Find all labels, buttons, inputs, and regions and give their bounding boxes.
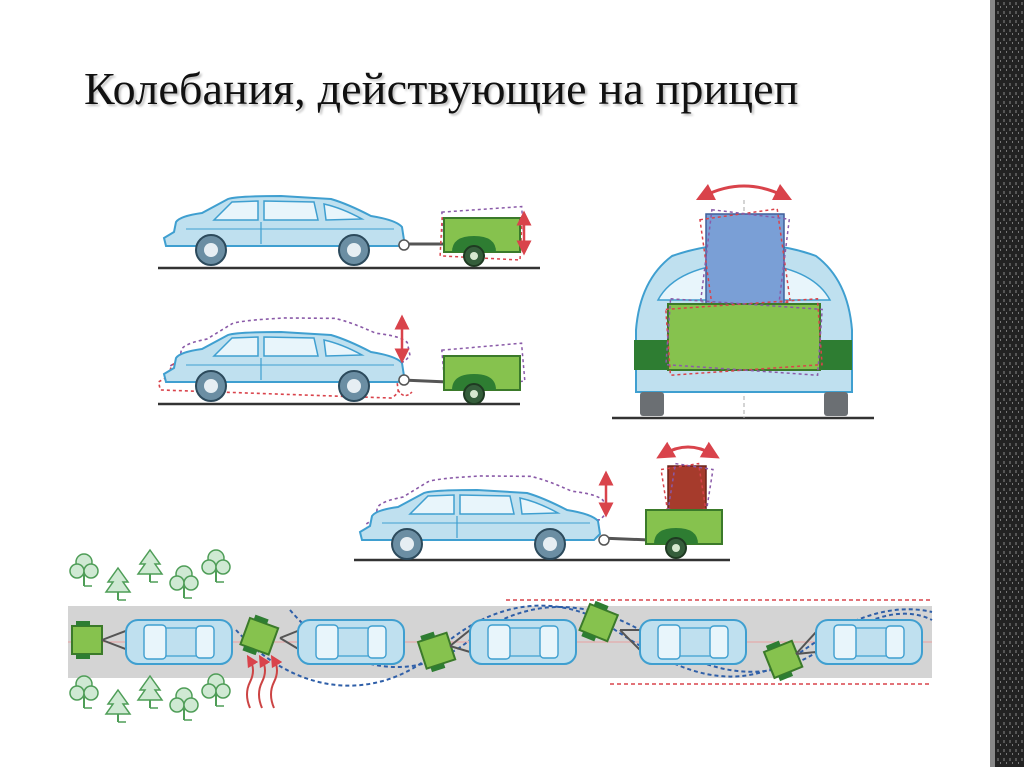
car-top-view: [297, 619, 405, 665]
trailer-side-view: [443, 355, 521, 405]
car-side-view: [359, 489, 601, 560]
curved-double-arrow-icon: [695, 183, 793, 201]
car-side-view: [163, 195, 405, 266]
car-top-view: [639, 619, 747, 665]
trailer-side-view: [443, 217, 521, 267]
slide-title: Колебания, действующие на прицеп: [84, 63, 799, 114]
wind-arrows-icon: [246, 654, 283, 709]
car-side-view: [163, 331, 405, 402]
trees-bottom-row: [69, 673, 231, 723]
tree-icon: [169, 687, 199, 721]
car-top-view: [469, 619, 577, 665]
tree-icon: [69, 553, 99, 587]
panel-top-view-snaking: [68, 549, 933, 723]
car-top-view: [815, 619, 923, 665]
tree-icon: [201, 549, 231, 583]
car-top-view: [125, 619, 233, 665]
curved-double-arrow-icon: [656, 441, 720, 459]
trailer-side-view: [645, 509, 723, 559]
tree-icon: [169, 565, 199, 599]
trailer-oscillation-diagram: [68, 183, 933, 723]
panel-rear-view-sway: [612, 183, 874, 420]
tree-icon: [105, 567, 131, 601]
decorative-grunge-border: [990, 0, 1024, 767]
panel-pitch-oscillation: [157, 310, 526, 406]
tree-icon: [201, 673, 231, 707]
panel-load-rocking: [354, 441, 730, 562]
panel-vertical-oscillation: [158, 195, 540, 270]
tree-icon: [137, 675, 163, 709]
trailer-rear-view: [667, 303, 821, 371]
tree-icon: [137, 549, 163, 583]
tree-icon: [105, 689, 131, 723]
trailer-load-box: [705, 213, 785, 309]
tree-icon: [69, 675, 99, 709]
trailer-top-view: [71, 620, 103, 660]
trees-top-row: [69, 549, 231, 601]
